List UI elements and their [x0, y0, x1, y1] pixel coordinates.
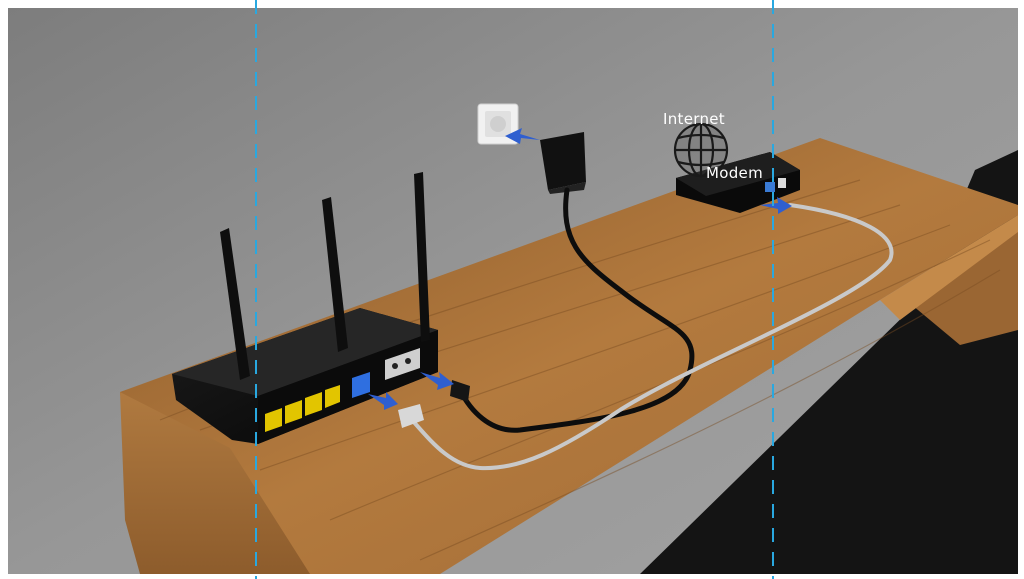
internet-label: Internet [663, 110, 725, 128]
modem-label: Modem [706, 164, 763, 182]
